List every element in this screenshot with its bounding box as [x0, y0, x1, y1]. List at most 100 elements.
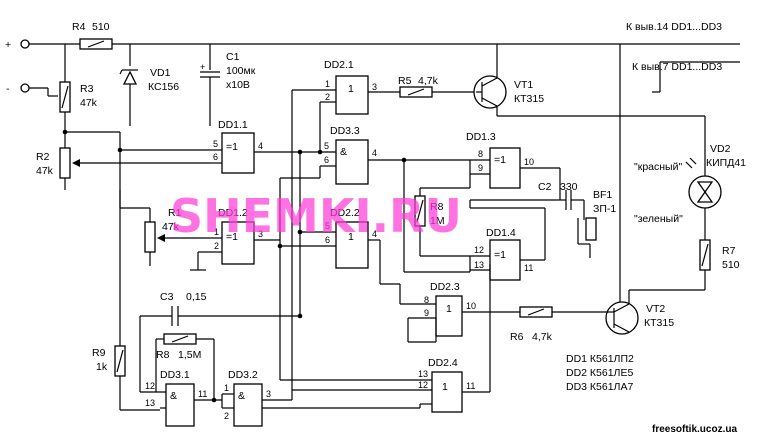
vt1-name: VT1	[514, 79, 533, 91]
dd3-2-name: DD3.2	[228, 369, 258, 381]
gate-dd3-3: & DD3.3 5 6 4	[300, 125, 470, 185]
parts-list-item: DD3 К561ЛА7	[566, 381, 633, 393]
svg-text:11: 11	[524, 263, 533, 273]
svg-text:9: 9	[424, 308, 429, 318]
gate-dd1-1: =1 DD1.1 5 6 4	[210, 119, 300, 174]
svg-text:1: 1	[446, 303, 452, 315]
resistor-r1: R1 47k	[144, 207, 210, 266]
c3-value: 0,15	[186, 291, 207, 303]
dd3-3-name: DD3.3	[330, 125, 360, 137]
speaker-bf1: BF1 ЗП-1	[577, 189, 616, 258]
svg-text:&: &	[238, 390, 245, 402]
svg-text:13: 13	[145, 398, 155, 408]
gate-dd3-2: & DD3.2 1 2 3	[221, 369, 432, 427]
svg-text:4: 4	[258, 141, 263, 151]
vd2-type: КИПД41	[706, 157, 746, 169]
bf1-type: ЗП-1	[593, 203, 616, 215]
resistor-r5: R5 4,7k	[398, 75, 476, 98]
svg-text:&: &	[170, 390, 177, 402]
svg-text:=1: =1	[494, 249, 506, 261]
r8b-name: R8	[430, 201, 444, 213]
svg-text:3: 3	[266, 389, 271, 399]
dd1-1-name: DD1.1	[218, 119, 248, 131]
svg-text:2: 2	[325, 92, 330, 102]
resistor-r6: R6 4,7k	[500, 306, 606, 343]
capacitor-c2: C2 330	[538, 181, 585, 220]
zener-vd1: VD1 КС156	[119, 67, 179, 126]
gate-dd1-2: =1 DD1.2 1 2 3	[210, 207, 280, 265]
c1-value: 100мк	[226, 65, 256, 77]
dd1-2-name: DD1.2	[218, 207, 248, 219]
svg-text:+: +	[200, 62, 205, 72]
pin7-label: К выв.7 DD1...DD3	[632, 61, 722, 73]
c1-voltage: х10В	[226, 79, 250, 91]
svg-text:13: 13	[418, 369, 428, 379]
r1-name: R1	[168, 207, 182, 219]
capacitor-c1: + C1 100мк х10В	[200, 51, 256, 126]
gate-dd3-1: & DD3.1 12 13 11	[140, 369, 222, 427]
parts-list: DD1 К561ЛП2 DD2 К561ЛЕ5 DD3 К561ЛА7	[566, 353, 634, 393]
svg-text:10: 10	[524, 157, 534, 167]
svg-text:3: 3	[372, 82, 377, 92]
svg-text:5: 5	[324, 141, 329, 151]
resistor-r8-1m: R8 1M	[414, 174, 471, 257]
r3-name: R3	[80, 83, 94, 95]
r5-value: 4,7k	[418, 75, 439, 87]
r2-value: 47k	[36, 165, 54, 177]
r2-name: R2	[36, 151, 50, 163]
resistor-r3: R3 47k	[59, 81, 98, 148]
svg-text:1: 1	[224, 383, 229, 393]
led-vd2: VD2 КИПД41 "красный" "зеленый"	[634, 116, 746, 240]
svg-text:6: 6	[213, 152, 218, 162]
parts-list-item: DD2 К561ЛЕ5	[566, 367, 633, 379]
r9-value: 1k	[96, 361, 108, 373]
supply-rails	[25, 43, 740, 320]
vt1-type: КТ315	[514, 93, 544, 105]
svg-text:=1: =1	[226, 141, 238, 153]
gate-dd2-3: 1 DD2.3 8 9 10	[407, 281, 500, 343]
svg-text:8: 8	[424, 295, 429, 305]
capacitor-c3: C3 0,15	[140, 291, 300, 326]
vd1-name: VD1	[150, 67, 171, 79]
svg-text:=1: =1	[494, 154, 506, 166]
r8b-value: 1M	[430, 215, 445, 227]
resistor-r8-1m5: R8 1,5M	[155, 333, 215, 400]
vt2-name: VT2	[646, 303, 665, 315]
svg-text:9: 9	[478, 163, 483, 173]
led-green-label: "зеленый"	[634, 213, 683, 225]
gate-dd2-2: 1 DD2.2 5 6 4	[280, 207, 380, 269]
svg-text:11: 11	[466, 381, 475, 391]
svg-text:12: 12	[474, 245, 484, 255]
site-credit: freesoftik.ucoz.ua	[652, 424, 737, 435]
svg-text:2: 2	[214, 241, 219, 251]
r6-value: 4,7k	[532, 331, 553, 343]
svg-text:4: 4	[372, 229, 377, 239]
dd3-1-name: DD3.1	[160, 369, 190, 381]
gate-dd1-4: =1 DD1.4 12 13 11	[469, 227, 545, 281]
gate-dd1-3: =1 DD1.3 8 9 10	[466, 131, 560, 189]
r6-name: R6	[510, 331, 524, 343]
svg-text:1: 1	[214, 227, 219, 237]
dd2-1-name: DD2.1	[324, 59, 354, 71]
r1-value: 47k	[162, 221, 180, 233]
r8a-value: 1,5M	[178, 349, 201, 361]
gate-dd2-1: 1 DD2.1 1 2 3	[292, 59, 400, 115]
svg-text:&: &	[340, 146, 347, 158]
svg-text:10: 10	[466, 301, 476, 311]
vd1-value: КС156	[148, 81, 179, 93]
svg-text:12: 12	[145, 381, 155, 391]
r5-name: R5	[398, 75, 412, 87]
dd1-3-name: DD1.3	[466, 131, 496, 143]
bf1-name: BF1	[593, 189, 612, 201]
svg-text:=1: =1	[226, 231, 238, 243]
transistor-vt1: VT1 КТ315	[473, 75, 705, 117]
dd2-2-name: DD2.2	[330, 207, 360, 219]
transistor-vt2: VT2 КТ315	[605, 289, 705, 335]
r9-name: R9	[92, 347, 106, 359]
svg-text:1: 1	[348, 83, 354, 95]
resistor-r9: R9 1k	[92, 190, 160, 411]
svg-text:5: 5	[325, 221, 330, 231]
svg-text:8: 8	[478, 149, 483, 159]
